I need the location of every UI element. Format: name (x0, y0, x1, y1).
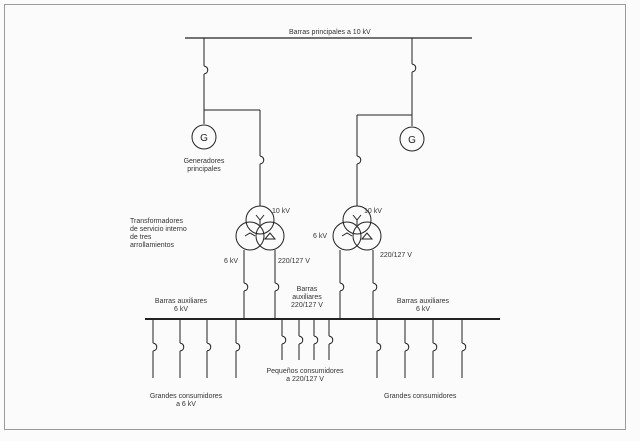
transformers-label: Transformadores de servicio interno de t… (130, 218, 187, 249)
left-lv-label: 220/127 V (278, 258, 310, 265)
left-large-consumer-feeders (152, 319, 241, 378)
right-large-consumer-feeders (376, 319, 467, 378)
generators-label: Generadores principales (183, 158, 225, 173)
aux-left-label: Barras auxiliares 6 kV (154, 298, 208, 313)
left-tr-breaker-icon (259, 155, 265, 165)
right-gen-breaker-icon (411, 63, 417, 73)
diagram-frame (4, 4, 626, 430)
aux-center-label: Barras auxiliares 220/127 V (291, 286, 323, 309)
small-consumer-feeders (281, 319, 334, 360)
right-generator-icon (399, 126, 425, 152)
left-6kv-label: 6 kV (224, 258, 239, 265)
left-gen-breaker-icon (203, 65, 209, 75)
right-hv-label: 10 kV (364, 208, 382, 215)
right-tr-breaker-icon (356, 155, 362, 165)
main-bus-label: Barras principales a 10 kV (289, 29, 371, 36)
left-generator-icon (191, 124, 217, 150)
right-lv-label: 220/127 V (380, 252, 412, 259)
left-hv-label: 10 kV (272, 208, 290, 215)
left-generator-symbol: G (200, 133, 208, 144)
large-right-label: Grandes consumidores (384, 393, 457, 400)
right-generator-symbol: G (408, 135, 416, 146)
aux-right-label: Barras auxiliares 6 kV (396, 298, 450, 313)
large-left-label: Grandes consumidores a 6 kV (149, 393, 223, 408)
left-transformer-icon (235, 205, 285, 251)
right-6kv-label: 6 kV (313, 233, 328, 240)
right-transformer-icon (332, 205, 382, 251)
small-consumers-label: Pequeños consumidores a 220/127 V (266, 368, 344, 383)
